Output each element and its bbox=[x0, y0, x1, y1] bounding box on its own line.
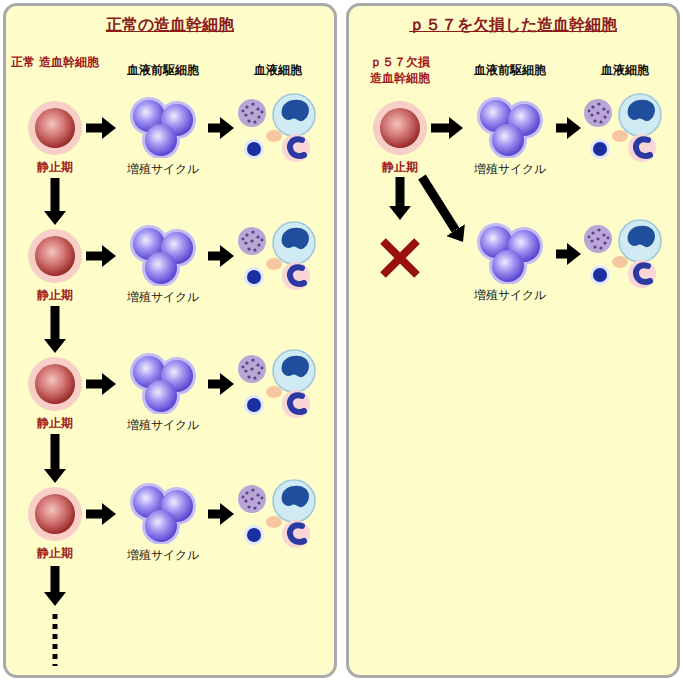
panel-title: 正常の造血幹細胞 bbox=[106, 15, 234, 36]
cell-body bbox=[145, 252, 177, 284]
cell-body bbox=[145, 124, 177, 156]
block-arrow bbox=[51, 306, 60, 339]
cell-body bbox=[35, 494, 75, 534]
block-arrow bbox=[51, 178, 60, 211]
cycle-label: 増殖サイクル bbox=[474, 161, 546, 177]
panel: 正常の造血幹細胞静止期増殖サイクル静止期増殖サイクル静止期増殖サイクル静止期増殖… bbox=[3, 3, 337, 678]
column-header: ｐ５７欠損 造血幹細胞 bbox=[355, 55, 445, 86]
continuation-dots bbox=[53, 614, 58, 666]
cycle-label: 増殖サイクル bbox=[127, 161, 199, 177]
cell-halo bbox=[28, 487, 82, 541]
block-arrow bbox=[422, 177, 456, 230]
illustration-arrows bbox=[55, 128, 567, 592]
column-header: 血液細胞 bbox=[233, 63, 323, 79]
cell-halo bbox=[28, 101, 82, 155]
cell-node: 増殖サイクル bbox=[466, 220, 554, 303]
column-header: 正常 造血幹細胞 bbox=[10, 55, 100, 71]
phase-label: 静止期 bbox=[37, 415, 73, 431]
progenitor-cluster bbox=[119, 350, 207, 414]
cell-halo bbox=[28, 357, 82, 411]
blood-cells bbox=[238, 94, 661, 548]
column-header: 血液前駆細胞 bbox=[118, 63, 208, 79]
cycle-label: 増殖サイクル bbox=[474, 287, 546, 303]
cell-body bbox=[492, 124, 524, 156]
cycle-label: 増殖サイクル bbox=[127, 289, 199, 305]
cell-body bbox=[145, 510, 177, 542]
block-arrow bbox=[86, 510, 102, 519]
column-header: 血液細胞 bbox=[580, 63, 670, 79]
column-header: 血液前駆細胞 bbox=[465, 63, 555, 79]
panel: ｐ５７を欠損した造血幹細胞静止期増殖サイクル増殖サイクル bbox=[346, 3, 680, 678]
cell-node: 増殖サイクル bbox=[119, 222, 207, 305]
progenitor-cluster bbox=[119, 222, 207, 286]
cell-body bbox=[492, 250, 524, 282]
cell-body bbox=[35, 108, 75, 148]
cell-node: 静止期 bbox=[27, 356, 83, 431]
stem-cell bbox=[27, 100, 83, 156]
cell-body bbox=[380, 108, 420, 148]
panel-title: ｐ５７を欠損した造血幹細胞 bbox=[409, 15, 617, 36]
cell-node: 増殖サイクル bbox=[466, 94, 554, 177]
block-arrow bbox=[51, 434, 60, 469]
stem-cell bbox=[27, 486, 83, 542]
phase-label: 静止期 bbox=[37, 159, 73, 175]
progenitor-cluster bbox=[119, 480, 207, 544]
cell-node: 静止期 bbox=[27, 100, 83, 175]
phase-label: 静止期 bbox=[37, 287, 73, 303]
progenitor-cluster bbox=[466, 220, 554, 284]
stem-cell bbox=[372, 100, 428, 156]
block-arrow bbox=[431, 124, 449, 133]
cell-node: 増殖サイクル bbox=[119, 480, 207, 563]
cell-node: 静止期 bbox=[27, 228, 83, 303]
cell-body bbox=[145, 380, 177, 412]
cell-node: 増殖サイクル bbox=[119, 94, 207, 177]
cell-body bbox=[35, 364, 75, 404]
block-arrow bbox=[86, 124, 102, 133]
phase-label: 静止期 bbox=[37, 545, 73, 561]
cell-halo bbox=[28, 229, 82, 283]
progenitor-cluster bbox=[466, 94, 554, 158]
stem-cell bbox=[27, 356, 83, 412]
block-arrow bbox=[86, 380, 102, 389]
cycle-label: 増殖サイクル bbox=[127, 547, 199, 563]
blocked-cross bbox=[383, 241, 417, 275]
cell-halo bbox=[373, 101, 427, 155]
stem-cell bbox=[27, 228, 83, 284]
phase-label: 静止期 bbox=[382, 159, 418, 175]
block-arrow bbox=[86, 252, 102, 261]
progenitor-cluster bbox=[119, 94, 207, 158]
cell-node: 静止期 bbox=[27, 486, 83, 561]
cell-node: 静止期 bbox=[372, 100, 428, 175]
cycle-label: 増殖サイクル bbox=[127, 417, 199, 433]
cell-node: 増殖サイクル bbox=[119, 350, 207, 433]
cell-body bbox=[35, 236, 75, 276]
